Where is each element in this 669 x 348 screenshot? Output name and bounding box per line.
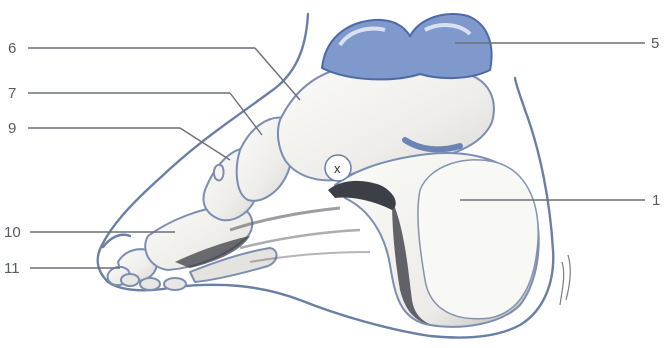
label-11: 11 xyxy=(4,260,20,277)
label-10: 10 xyxy=(4,224,21,241)
label-7: 7 xyxy=(8,85,16,102)
calcaneus-bone xyxy=(335,153,539,327)
leader-line-6b xyxy=(255,48,300,100)
x-mark-label: x xyxy=(334,161,341,176)
label-5: 5 xyxy=(651,35,659,52)
label-1: 1 xyxy=(652,192,660,209)
label-9: 9 xyxy=(8,120,16,137)
label-6: 6 xyxy=(8,40,16,57)
leader-line-9b xyxy=(180,128,230,160)
artist-signature xyxy=(560,255,570,305)
leader-line-7b xyxy=(230,93,262,135)
